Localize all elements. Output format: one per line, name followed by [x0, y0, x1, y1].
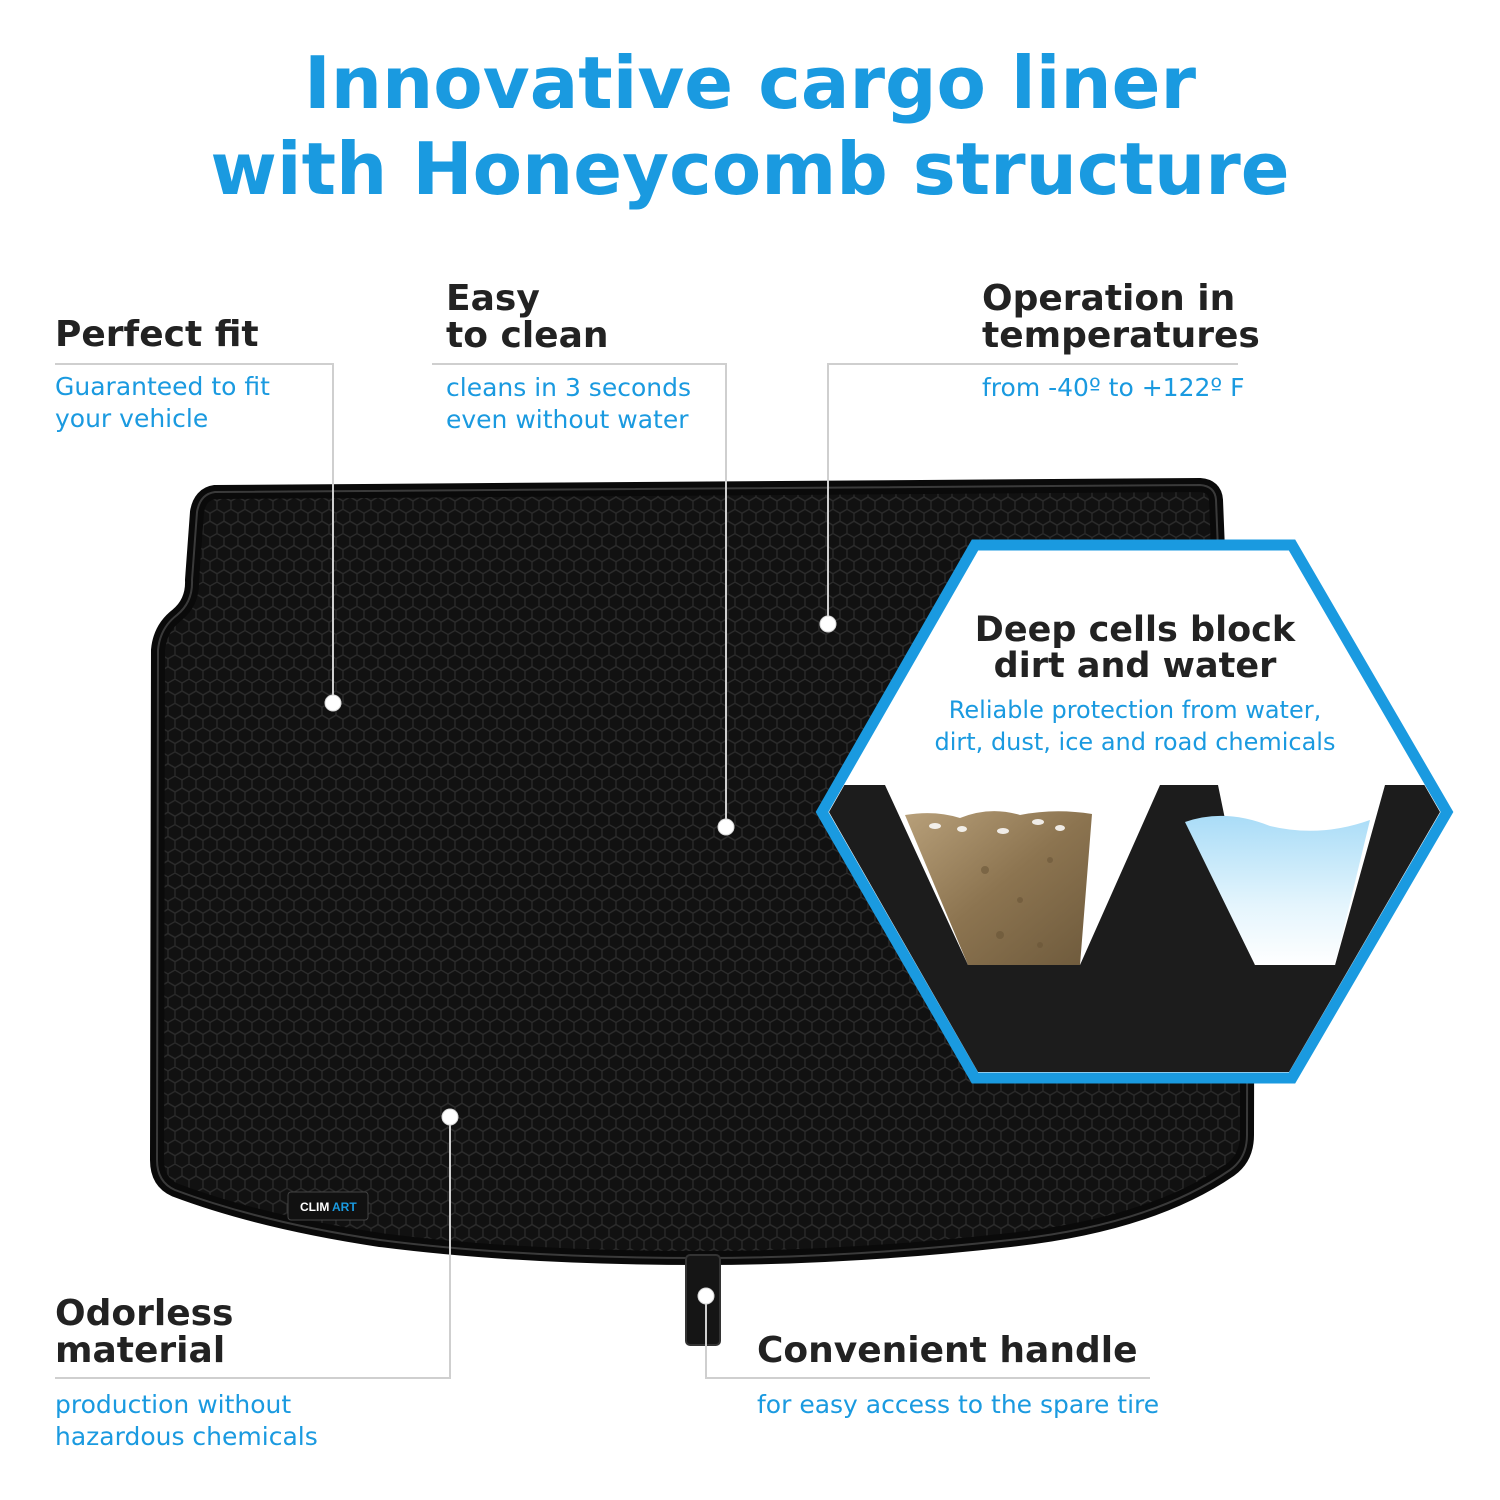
dirt-fill: [905, 811, 1092, 965]
feature-perfect-fit-desc-1: Guaranteed to fit: [55, 372, 270, 401]
water-fill: [1185, 815, 1370, 965]
page-title: Innovative cargo liner with Honeycomb st…: [0, 40, 1500, 212]
feature-deep-cells-title-2: dirt and water: [993, 646, 1277, 686]
leader-easy-clean: [432, 363, 727, 827]
feature-odorless-title-2: material: [55, 1330, 226, 1371]
feature-deep-cells-desc-1: Reliable protection from water,: [948, 696, 1322, 724]
feature-odorless-desc-1: production without: [55, 1390, 292, 1419]
leader-temperature: [827, 363, 1238, 624]
brand-logo-text-a: CLIM: [300, 1200, 329, 1214]
feature-easy-clean-desc-1: cleans in 3 seconds: [446, 373, 691, 402]
feature-deep-cells-desc-2: dirt, dust, ice and road chemicals: [934, 728, 1336, 756]
feature-easy-clean: Easy to clean cleans in 3 seconds even w…: [446, 280, 766, 436]
brand-logo: CLIM ART: [287, 1191, 369, 1221]
feature-easy-clean-title-2: to clean: [446, 315, 609, 356]
feature-perfect-fit: Perfect fit Guaranteed to fit your vehic…: [55, 316, 345, 435]
leader-odorless: [55, 1117, 451, 1379]
brand-logo-text-b: ART: [332, 1200, 357, 1214]
feature-handle: Convenient handle for easy access to the…: [757, 1332, 1177, 1421]
feature-temperature: Operation in temperatures from -40º to +…: [982, 280, 1282, 404]
feature-deep-cells-title-1: Deep cells block: [974, 610, 1296, 650]
feature-temperature-desc: from -40º to +122º F: [982, 373, 1245, 402]
leader-dots: [324, 615, 837, 1305]
feature-odorless-title-1: Odorless: [55, 1293, 234, 1334]
feature-temperature-title-2: temperatures: [982, 315, 1260, 356]
feature-odorless-desc-2: hazardous chemicals: [55, 1422, 318, 1451]
feature-perfect-fit-title: Perfect fit: [55, 314, 259, 355]
feature-handle-title: Convenient handle: [757, 1330, 1138, 1371]
page-title-line-1: Innovative cargo liner: [303, 41, 1197, 125]
deep-cells-hexagon: [815, 539, 1454, 1084]
feature-temperature-title-1: Operation in: [982, 278, 1236, 319]
feature-deep-cells: Deep cells block dirt and water Reliable…: [880, 612, 1390, 758]
feature-perfect-fit-desc-2: your vehicle: [55, 404, 209, 433]
feature-easy-clean-title-1: Easy: [446, 278, 540, 319]
feature-easy-clean-desc-2: even without water: [446, 405, 689, 434]
leader-lines: [55, 363, 1238, 1379]
leader-perfect-fit: [55, 363, 334, 703]
feature-odorless: Odorless material production without haz…: [55, 1295, 385, 1453]
page-title-line-2: with Honeycomb structure: [210, 127, 1290, 211]
leader-handle: [705, 1296, 1150, 1379]
feature-handle-desc: for easy access to the spare tire: [757, 1390, 1160, 1419]
